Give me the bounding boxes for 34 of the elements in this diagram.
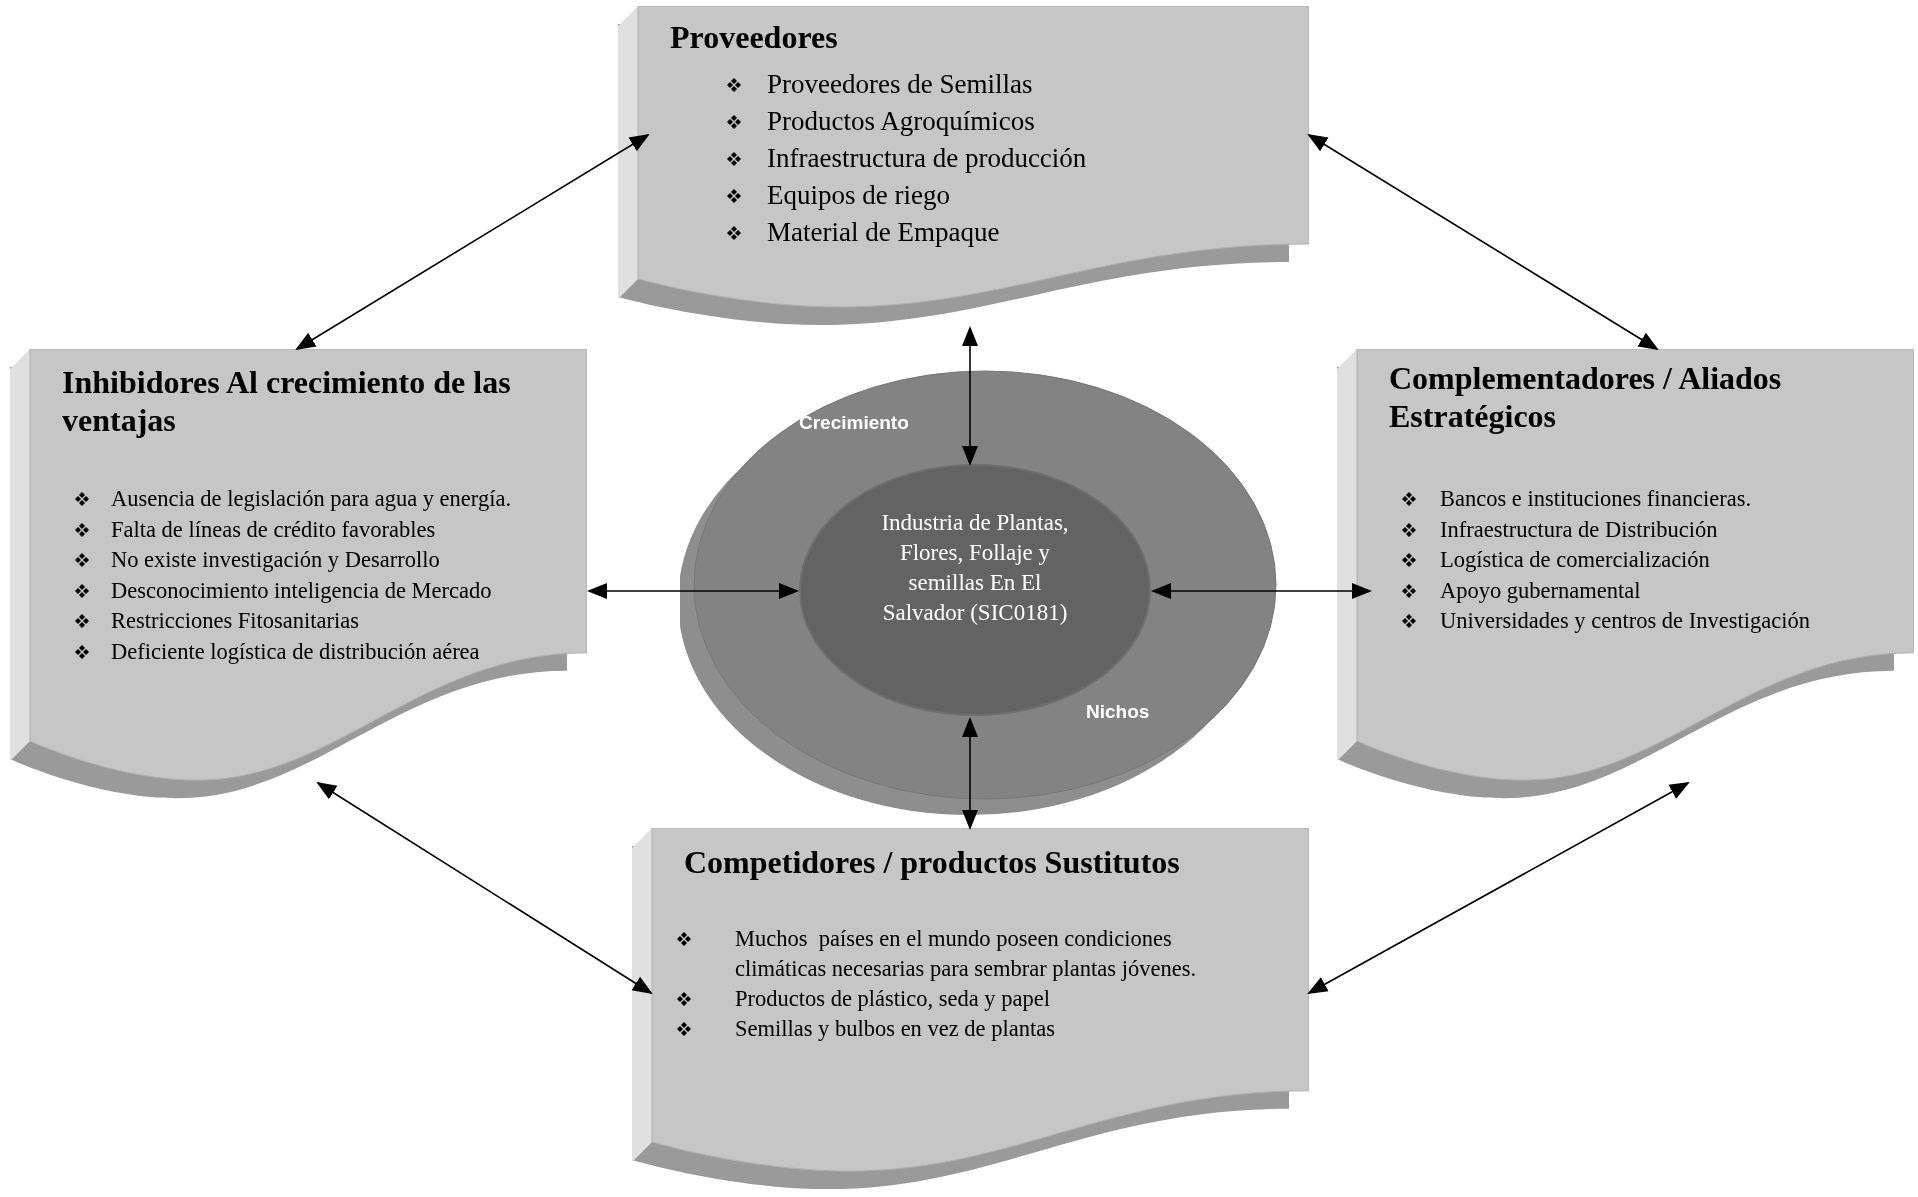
list-item: Equipos de riego: [767, 179, 950, 212]
list-item: Muchos países en el mundo poseen condiciones climáticas necesarias para sembrar plantas jóvenes.: [735, 925, 1198, 983]
list-item: Infraestructura de Distribución: [1440, 515, 1718, 544]
list-item: Semillas y bulbos en vez de plantas: [735, 1015, 1055, 1043]
double-arrow: [295, 133, 650, 351]
list-item: Bancos e instituciones financieras.: [1440, 485, 1752, 513]
list-item: Desconocimiento inteligencia de Mercado: [111, 576, 492, 605]
double-arrow: [1151, 583, 1372, 599]
double-arrow: [962, 717, 978, 830]
double-arrow: [962, 326, 978, 466]
panel-heading: Proveedores: [670, 18, 839, 56]
ring-label: Nichos: [1086, 701, 1150, 723]
list-item: Logística de comercialización: [1440, 546, 1710, 574]
list-item: Proveedores de Semillas: [767, 68, 1033, 101]
list-item: Deficiente logística de distribución aérea: [111, 637, 480, 666]
list-item: Ausencia de legislación para agua y energía.: [111, 485, 512, 513]
list-item: Material de Empaque: [767, 216, 1000, 249]
list-item: Falta de líneas de crédito favorables: [111, 515, 436, 544]
panel-heading: Inhibidores Al crecimiento de las ventajas: [62, 363, 512, 439]
double-arrow: [1307, 782, 1690, 994]
ring-label: Crecimiento: [799, 412, 909, 434]
double-arrow: [316, 781, 653, 995]
list-item: Apoyo gubernamental: [1440, 576, 1641, 605]
double-arrow: [587, 583, 799, 599]
panel-heading: Competidores / productos Sustitutos: [684, 843, 1181, 881]
list-item: Productos Agroquímicos: [767, 105, 1035, 138]
list-item: Infraestructura de producción: [767, 142, 1087, 175]
list-item: No existe investigación y Desarrollo: [111, 546, 440, 574]
double-arrow: [1307, 133, 1659, 351]
list-item: Universidades y centros de Investigación: [1440, 607, 1810, 635]
list-item: Restricciones Fitosanitarias: [111, 607, 360, 635]
list-item: Productos de plástico, seda y papel: [735, 985, 1050, 1013]
center-text: Industria de Plantas, Flores, Follaje y semillas En El Salvador (SIC0181): [880, 509, 1070, 627]
panel-heading: Complementadores / Aliados Estratégicos: [1389, 359, 1783, 435]
